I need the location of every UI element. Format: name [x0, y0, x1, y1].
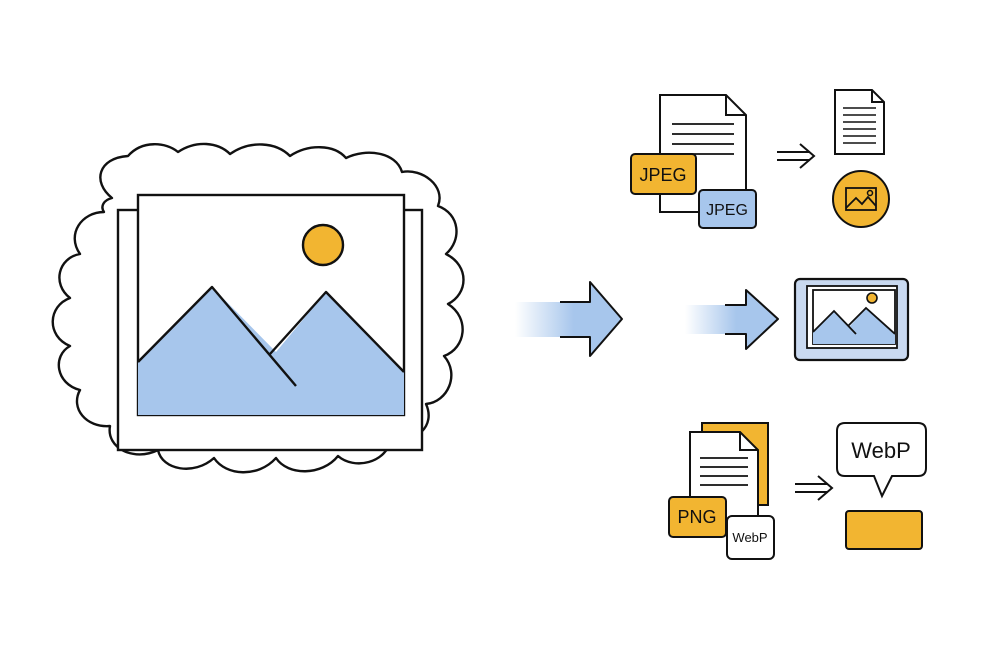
jpeg-tag-secondary	[698, 189, 757, 229]
small-right-arrow-icon	[795, 475, 834, 501]
big-arrow-icon	[515, 282, 622, 356]
medium-arrow-icon	[685, 290, 778, 349]
jpeg-label-secondary: JPEG	[706, 202, 748, 219]
png-label: PNG	[677, 507, 716, 527]
webp-tag-label: WebP	[732, 530, 767, 545]
yellow-bar	[845, 510, 923, 550]
landscape-image-icon	[138, 285, 404, 415]
sun-icon	[301, 223, 345, 267]
webp-tag	[726, 515, 775, 560]
jpeg-label-primary: JPEG	[639, 165, 686, 185]
small-right-arrow-icon	[777, 143, 816, 169]
speech-bubble-icon	[836, 422, 927, 499]
jpeg-tag-primary	[630, 153, 697, 195]
image-badge-icon	[832, 170, 890, 228]
webp-bubble-label: WebP	[851, 438, 911, 463]
png-tag	[668, 496, 727, 538]
